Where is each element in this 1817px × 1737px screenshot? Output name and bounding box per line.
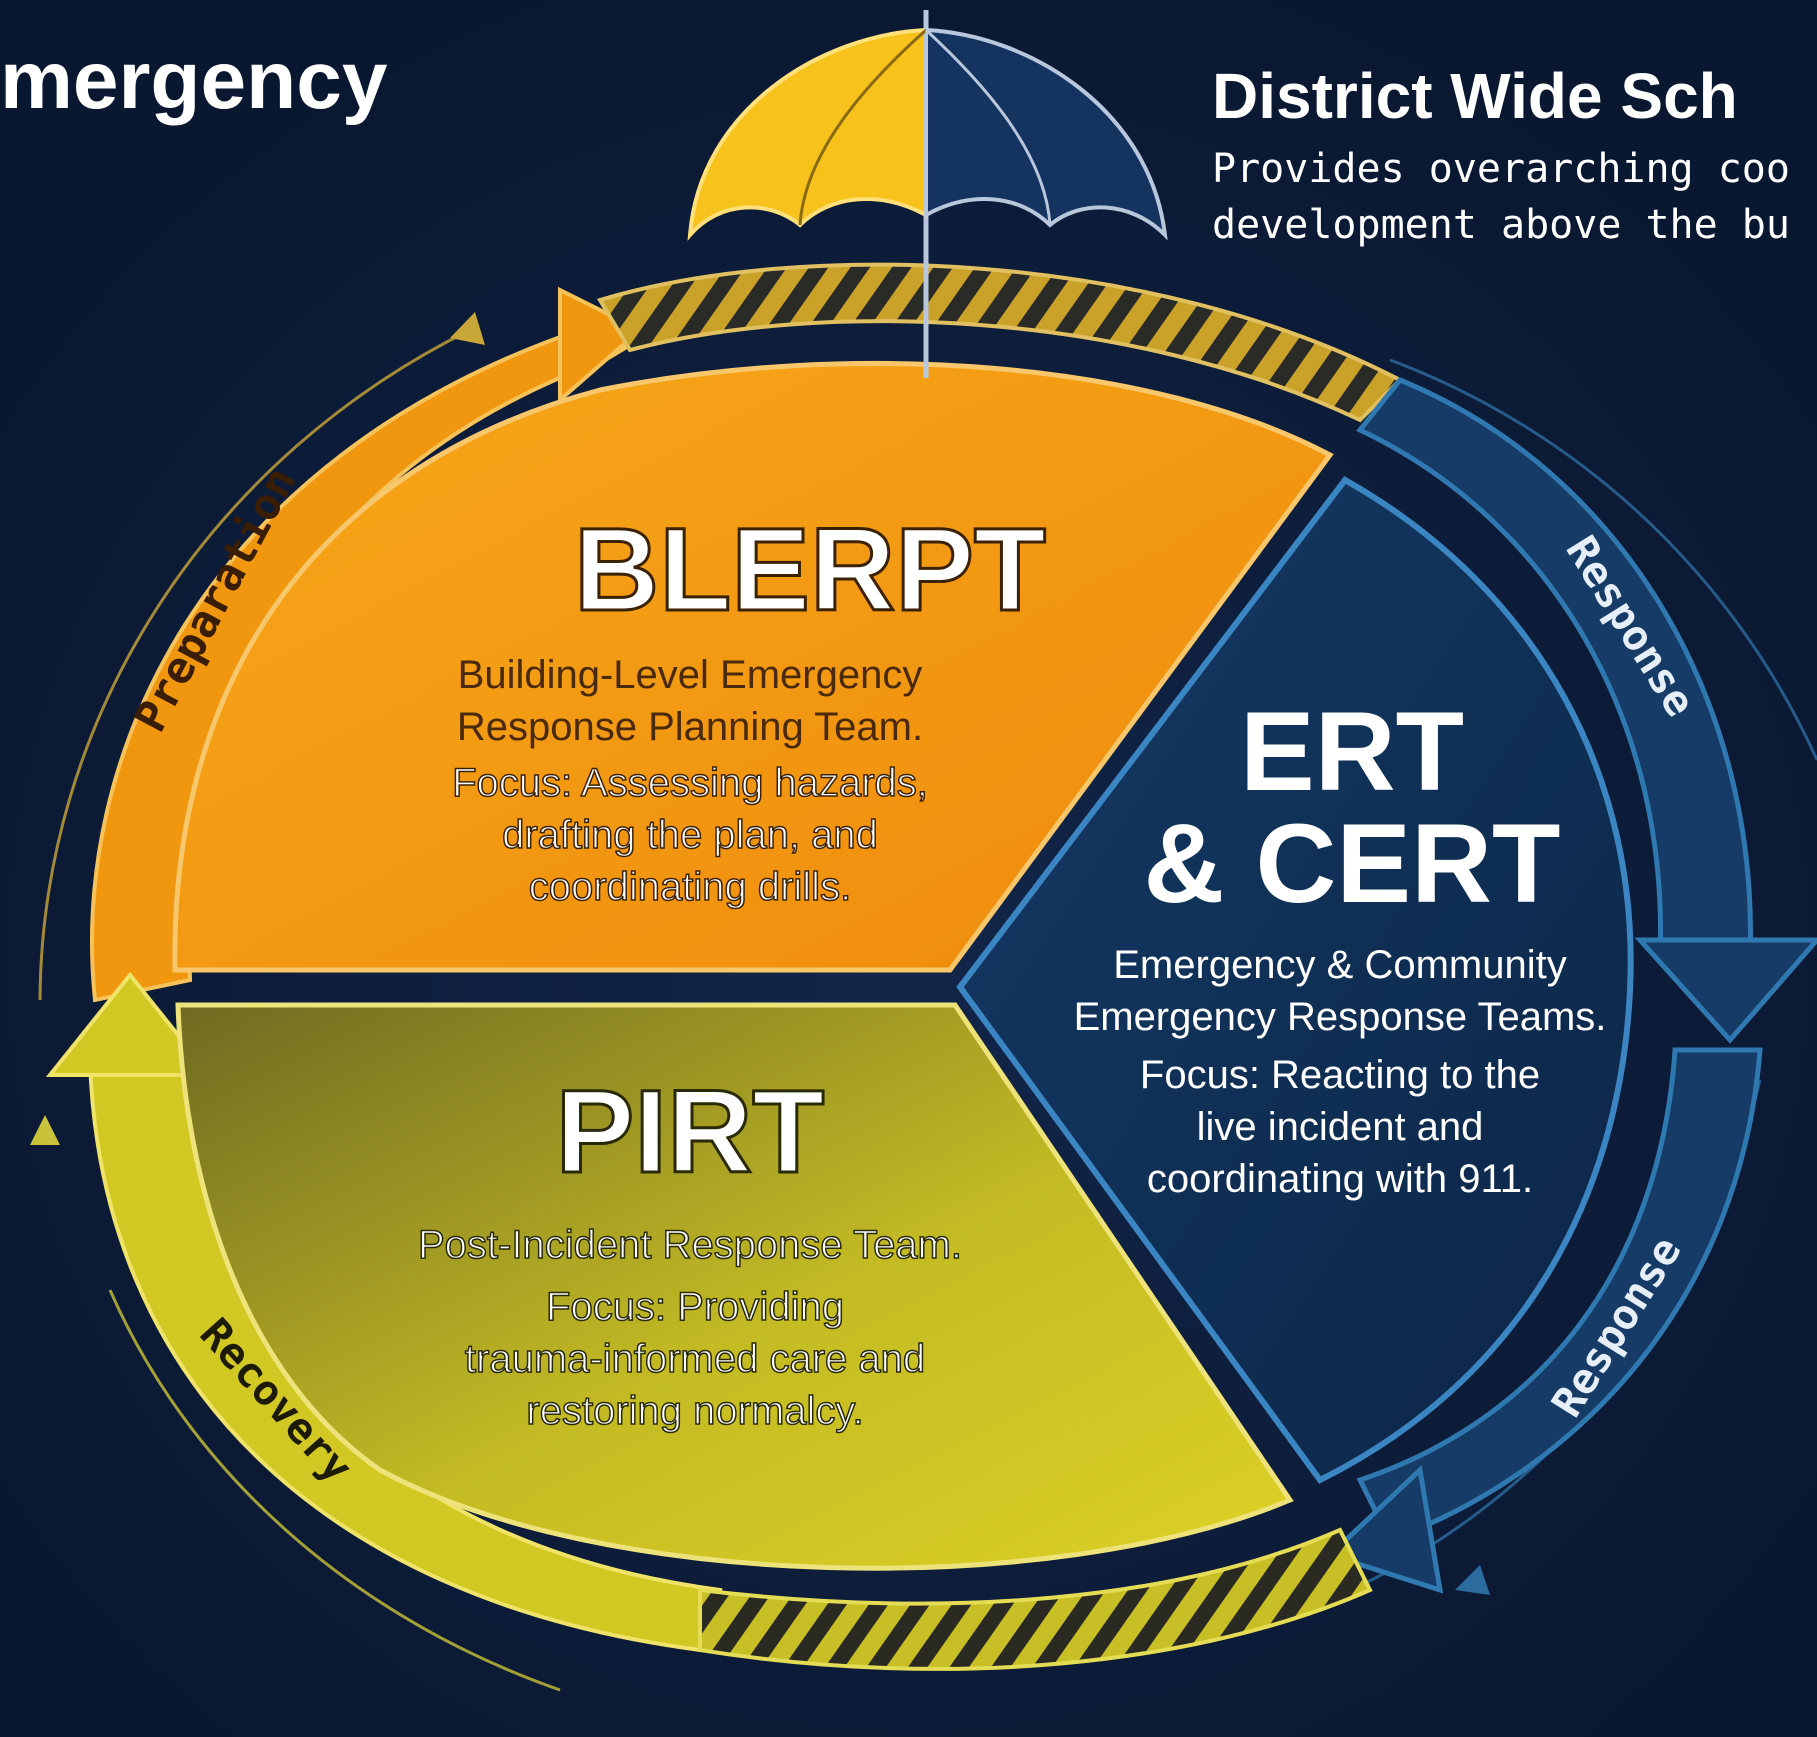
ert-cert-segment xyxy=(956,476,1634,1484)
blerpt-title: BLERPT xyxy=(574,504,1046,636)
blerpt-desc-line: Response Planning Team. xyxy=(457,705,923,749)
guide-arrow-head xyxy=(1455,1565,1490,1595)
umbrella-icon xyxy=(687,10,1168,378)
bottom-hazard-band xyxy=(698,1527,1373,1671)
pirt-focus: Focus: Providing trauma-informed care an… xyxy=(464,1284,926,1434)
ert-focus-line: live incident and xyxy=(1197,1105,1484,1149)
pirt-focus-line: trauma-informed care and xyxy=(465,1337,925,1381)
pirt-focus-line: restoring normalcy. xyxy=(526,1389,863,1433)
pirt-description: Post-Incident Response Team. xyxy=(417,1222,963,1268)
ert-desc-line: Emergency Response Teams. xyxy=(1074,995,1607,1039)
response-arrow-head-lower xyxy=(1325,1464,1444,1594)
ert-focus: Focus: Reacting to the live incident and… xyxy=(1140,1053,1540,1201)
ert-title-line-1: ERT xyxy=(1240,689,1464,814)
blerpt-focus: Focus: Assessing hazards, drafting the p… xyxy=(451,760,928,910)
guide-arrow-head xyxy=(30,1115,60,1145)
ert-desc-line: Emergency & Community xyxy=(1113,943,1566,987)
pirt-desc-line: Post-Incident Response Team. xyxy=(418,1223,962,1267)
ert-focus-line: coordinating with 911. xyxy=(1147,1157,1533,1201)
blerpt-desc-line: Building-Level Emergency xyxy=(458,653,923,697)
ert-description: Emergency & Community Emergency Response… xyxy=(1074,943,1607,1039)
right-page-title: District Wide Sch xyxy=(1212,60,1738,132)
blerpt-focus-line: coordinating drills. xyxy=(529,865,851,909)
blerpt-description: Building-Level Emergency Response Planni… xyxy=(457,653,923,749)
response-arrow-head-upper xyxy=(1634,937,1817,1044)
pirt-title: PIRT xyxy=(556,1066,825,1198)
guide-arrow-head xyxy=(450,312,485,345)
preparation-arrow-head xyxy=(558,286,644,405)
blerpt-segment xyxy=(172,360,1334,973)
pirt-segment xyxy=(175,1002,1294,1571)
right-desc-line-1: Provides overarching coo xyxy=(1212,146,1790,192)
ert-focus-line: Focus: Reacting to the xyxy=(1140,1053,1540,1097)
blerpt-focus-line: drafting the plan, and xyxy=(502,813,878,857)
top-hazard-band xyxy=(596,262,1404,423)
pirt-focus-line: Focus: Providing xyxy=(546,1285,844,1329)
right-desc-line-2: development above the bu xyxy=(1212,202,1790,248)
left-page-title: mergency xyxy=(0,35,388,126)
blerpt-focus-line: Focus: Assessing hazards, xyxy=(452,761,928,805)
ert-title-line-2: & CERT xyxy=(1144,801,1561,926)
recovery-arrow-head xyxy=(45,971,215,1077)
